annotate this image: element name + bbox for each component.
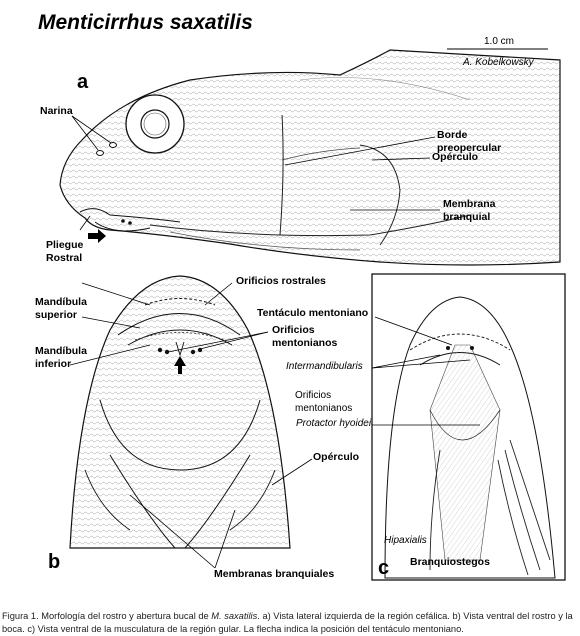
label-tentaculo-mentoniano: Tentáculo mentoniano (257, 307, 369, 319)
panel-c-letter: c (378, 557, 390, 579)
panel-a-leader-lines (71, 115, 440, 231)
label-pliegue: Pliegue (46, 239, 84, 251)
label-preopercular: preopercular (437, 142, 502, 154)
panel-b-ventral-drawing (69, 275, 291, 549)
panel-c-muscle-drawing (384, 296, 556, 579)
label-protactor-hyoidei: Protactor hyoidei (296, 418, 372, 429)
label-mandibula-inferior-2: inferior (35, 358, 72, 370)
label-narina: Narina (40, 105, 73, 117)
panel-c-frame (371, 273, 566, 581)
figure-title: Menticirrhus saxatilis (38, 11, 253, 34)
label-orificios-c-2: mentonianos (295, 403, 353, 414)
label-mandibula-superior-1: Mandíbula (35, 296, 87, 308)
panel-a-head-drawing (59, 49, 561, 266)
label-membrana: Membrana (443, 198, 496, 210)
label-orificios-mentonianos-1: Orificios (272, 324, 315, 336)
label-branquiostegos: Branquiostegos (410, 556, 490, 568)
label-operculo-b: Opérculo (313, 451, 360, 463)
label-rostral: Rostral (46, 252, 83, 264)
label-membranas-branquiales: Membranas branquiales (214, 568, 335, 580)
label-mandibula-superior-2: superior (35, 309, 78, 321)
figure-caption: Figura 1. Morfología del rostro y abertu… (2, 610, 580, 635)
label-hipaxialis: Hipaxialis (384, 535, 427, 546)
caption-prefix: Figura 1. Morfología del rostro y abertu… (2, 611, 212, 621)
label-mandibula-inferior-1: Mandíbula (35, 345, 87, 357)
caption-species: M. saxatilis (211, 611, 258, 621)
label-orificios-c-1: Orificios (295, 390, 332, 401)
label-borde: Borde (437, 129, 468, 141)
label-intermandibularis: Intermandibularis (286, 361, 363, 372)
label-operculo-a: Opérculo (432, 151, 479, 163)
label-branquial: branquial (443, 211, 491, 223)
panel-b-leader-lines (69, 282, 313, 569)
panel-b-letter: b (48, 551, 61, 573)
panel-a-letter: a (77, 71, 89, 93)
label-orificios-mentonianos-2: mentonianos (272, 337, 338, 349)
caption-suffix: . a) Vista lateral izquierda de la regió… (2, 611, 573, 634)
scale-bar-value: 1.0 cm (484, 36, 515, 47)
scale-bar-author: A. Kobelkowsky (463, 57, 534, 68)
panel-c-leader-lines (371, 316, 480, 426)
label-orificios-rostrales: Orificios rostrales (236, 275, 326, 287)
